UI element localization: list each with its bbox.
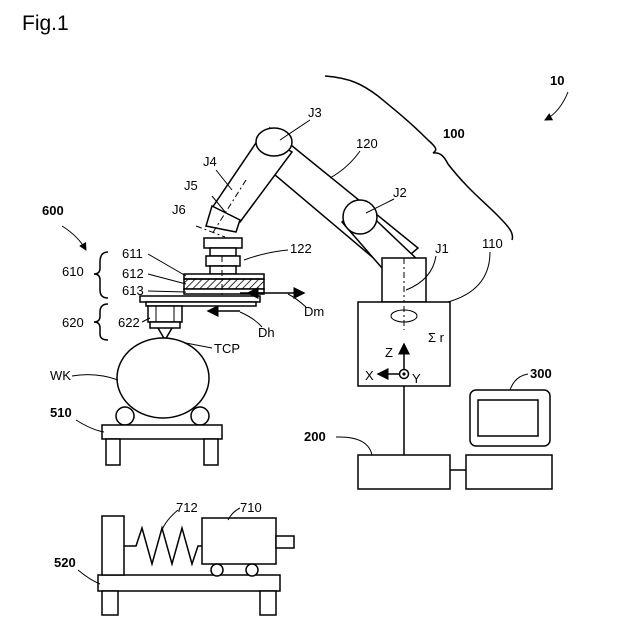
label-j4: J4 [203, 154, 217, 169]
label-end-effector: 600 [42, 203, 64, 218]
label-dh: Dh [258, 325, 275, 340]
label-flange: 122 [290, 241, 312, 256]
arrow-600 [62, 226, 86, 250]
label-axis-y: Y [412, 371, 421, 386]
label-base: 110 [482, 236, 503, 251]
joint3-body [256, 128, 292, 156]
label-612: 612 [122, 266, 144, 281]
figure-title: Fig.1 [22, 12, 69, 35]
arrow-10 [545, 92, 568, 120]
leader-dm [288, 294, 306, 307]
label-arm: 120 [356, 136, 378, 151]
table-510-leg-right [204, 439, 218, 465]
table-520-top [98, 575, 280, 591]
label-sensor-unit: 610 [62, 264, 84, 279]
sensor-612 [184, 279, 264, 289]
spring-712 [124, 528, 204, 564]
label-axis-z: Z [385, 345, 393, 360]
label-j5: J5 [184, 178, 198, 193]
flange-neck [210, 248, 236, 256]
table-520-leg-right [260, 591, 276, 615]
label-sigma-r: Σ r [428, 330, 445, 345]
brace-610 [94, 252, 108, 298]
label-dm: Dm [304, 304, 324, 319]
label-controller: 200 [304, 429, 326, 444]
tool-622 [148, 306, 182, 322]
leader-base [448, 252, 490, 302]
workpiece [117, 338, 209, 418]
leader-612 [148, 274, 186, 284]
label-tool-unit: 620 [62, 315, 84, 330]
label-622: 622 [118, 315, 140, 330]
joint2-body [343, 200, 377, 234]
leader-arm [330, 151, 360, 178]
table-510-leg-left [106, 439, 120, 465]
controller-box [358, 455, 450, 489]
label-613: 613 [122, 283, 144, 298]
leader-611 [148, 254, 186, 276]
label-j2: J2 [393, 185, 407, 200]
leader-j4 [216, 170, 232, 190]
leader-613 [148, 291, 186, 292]
workpiece-assembly [102, 338, 222, 465]
label-table1: 510 [50, 405, 72, 420]
y-axis-dot-center [402, 372, 405, 375]
table-510-top [102, 425, 222, 439]
tool-622-tip [150, 322, 180, 328]
test-assembly [98, 516, 294, 615]
pc-screen [478, 400, 538, 436]
end-effector [140, 238, 264, 340]
label-spring: 712 [176, 500, 198, 515]
label-j3: J3 [308, 105, 322, 120]
flange-plate [206, 256, 240, 266]
leader-controller [336, 437, 372, 455]
tool-plate [140, 296, 260, 302]
table-520-wall [102, 516, 124, 575]
leader-table1 [76, 420, 104, 432]
label-axis-x: X [365, 368, 374, 383]
brace-620 [94, 304, 108, 340]
workpiece-foot-left [116, 407, 134, 425]
label-table2: 520 [54, 555, 76, 570]
label-j1: J1 [435, 241, 449, 256]
label-tcp: TCP [214, 341, 240, 356]
motor-shaft [276, 536, 294, 548]
label-robot: 100 [443, 126, 465, 141]
label-workpiece: WK [50, 368, 71, 383]
label-pc: 300 [530, 366, 552, 381]
leader-table2 [78, 570, 100, 584]
leader-pc [510, 374, 528, 390]
label-611: 611 [122, 246, 143, 261]
table-520-leg-left [102, 591, 118, 615]
leader-workpiece [72, 375, 118, 380]
motor-wheel-left [211, 564, 223, 576]
motor-710 [202, 518, 276, 564]
motor-wheel-right [246, 564, 258, 576]
label-j6: J6 [172, 202, 186, 217]
pc-base [466, 455, 552, 489]
label-robot-system: 10 [550, 73, 564, 88]
flange-hub [210, 266, 236, 274]
flange-top [204, 238, 242, 248]
leader-flange [244, 250, 288, 260]
label-motor: 710 [240, 500, 262, 515]
workpiece-foot-right [191, 407, 209, 425]
